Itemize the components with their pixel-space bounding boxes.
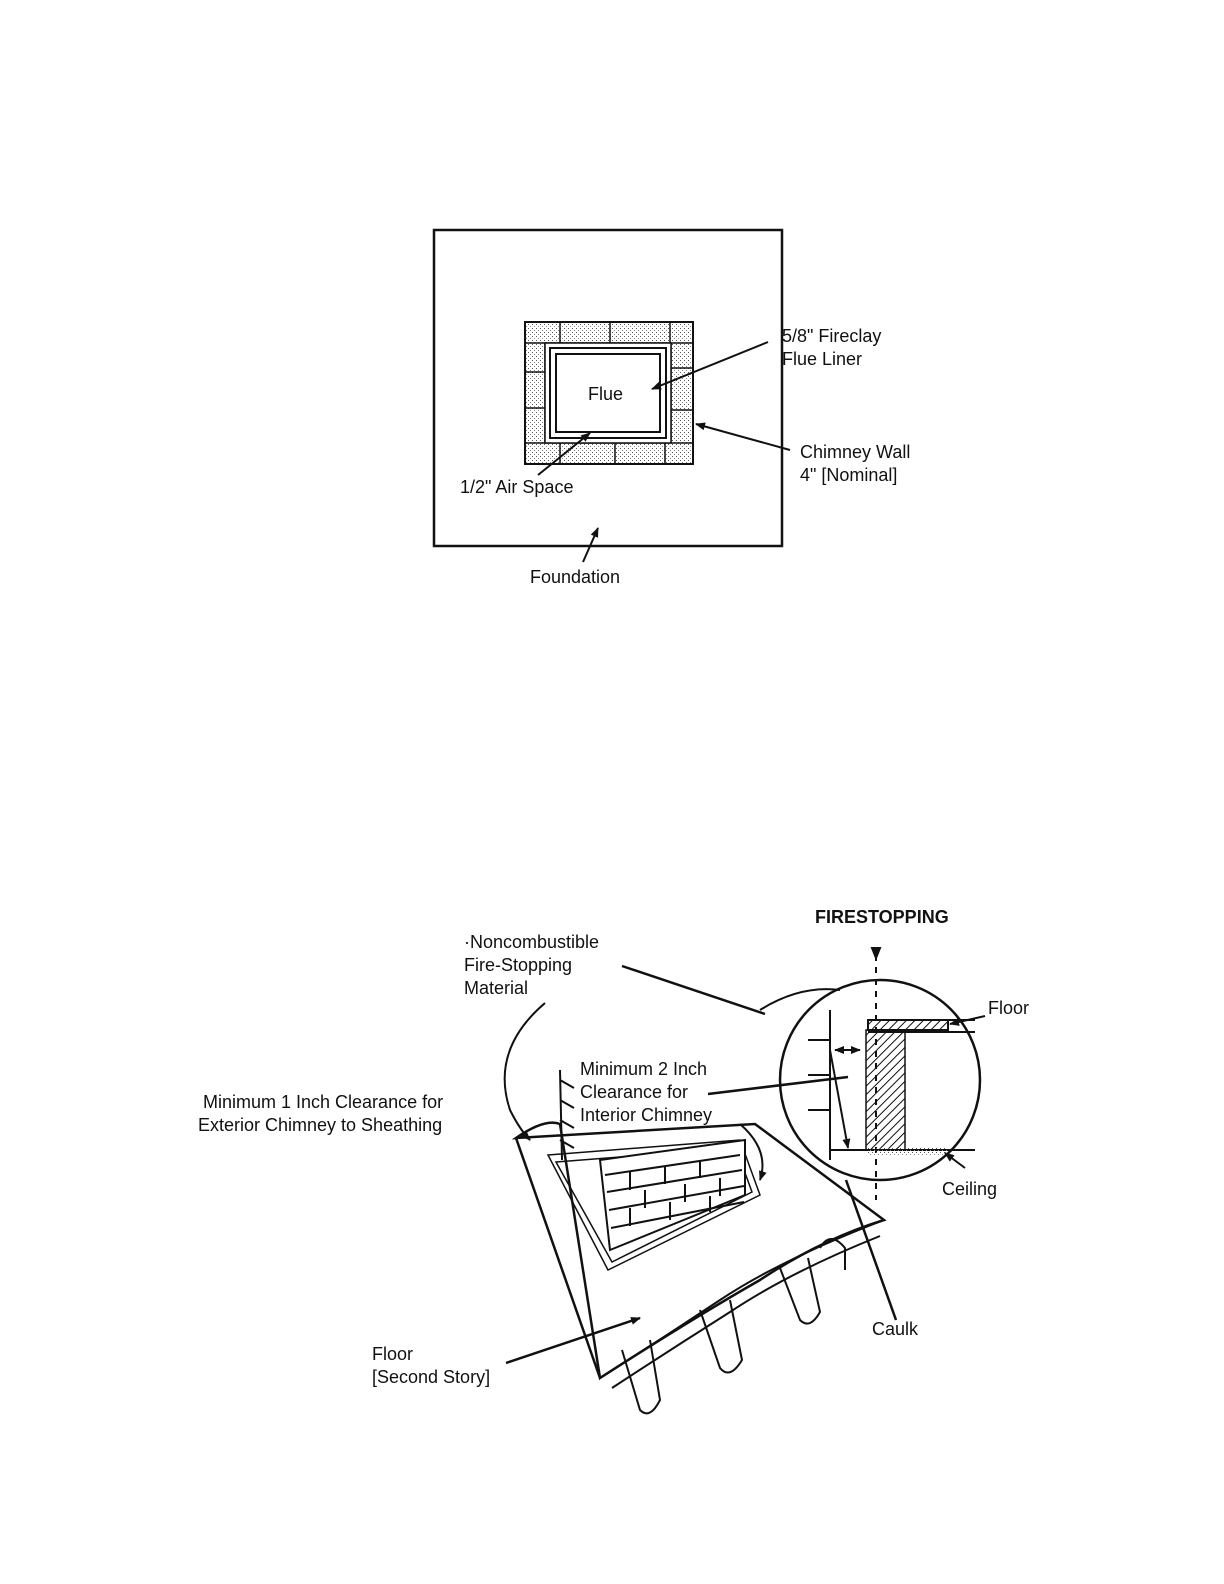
floor-label: Floor	[988, 997, 1029, 1020]
firestop-view	[505, 948, 985, 1413]
flue-label: Flue	[588, 383, 623, 406]
caulk-label: Caulk	[872, 1318, 918, 1341]
fireclay-liner-label: 5/8" Fireclay Flue Liner	[782, 325, 881, 371]
ceiling-label: Ceiling	[942, 1178, 997, 1201]
interior-clearance-label: Minimum 2 Inch Clearance for Interior Ch…	[580, 1058, 712, 1127]
exterior-clearance-label: Minimum 1 Inch Clearance for Exterior Ch…	[198, 1091, 443, 1137]
chimney-wall-label: Chimney Wall 4" [Nominal]	[800, 441, 910, 487]
noncombustible-material-label: ·Noncombustible Fire-Stopping Material	[464, 931, 599, 1000]
foundation-label: Foundation	[530, 566, 620, 589]
firestopping-title: FIRESTOPPING	[815, 906, 949, 929]
floor-second-story-label: Floor [Second Story]	[372, 1343, 490, 1389]
air-space-label: 1/2" Air Space	[460, 476, 573, 499]
